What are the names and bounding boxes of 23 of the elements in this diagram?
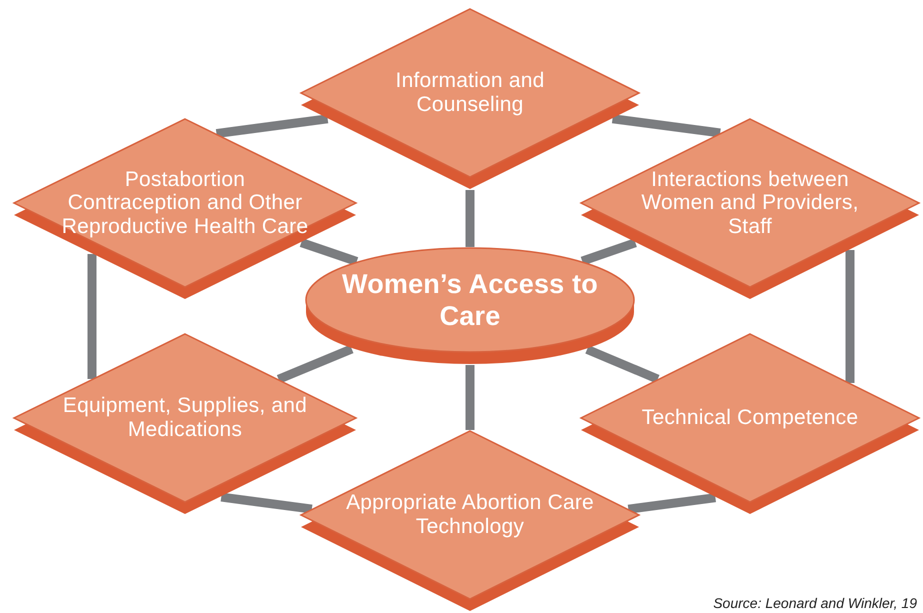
connector-line: [88, 254, 96, 379]
connector-line: [466, 190, 474, 247]
node-label: Technical Competence: [640, 406, 860, 430]
source-note: Source: Leonard and Winkler, 19: [713, 595, 917, 611]
diamond-node: [300, 430, 640, 612]
node-label: Information and Counseling: [394, 69, 546, 117]
node-label: Postabortion Contraception and Other Reproductive Health Care: [60, 168, 310, 238]
connector-line: [276, 344, 354, 384]
node-label: Interactions between Women and Providers, Staff: [640, 168, 860, 238]
node-label: Women’s Access to Care: [341, 268, 599, 332]
connector-line: [628, 493, 716, 514]
connector-line: [846, 250, 854, 383]
connector-line: [585, 345, 660, 384]
node-label: Equipment, Supplies, and Medications: [62, 394, 308, 442]
connector-line: [300, 238, 358, 266]
connector-line: [220, 492, 312, 514]
ellipse-node: [305, 247, 635, 365]
connector-line: [466, 365, 474, 430]
connector-line: [580, 238, 637, 266]
node-label: Appropriate Abortion Care Technology: [345, 491, 595, 539]
connector-line: [216, 114, 328, 138]
diamond-node: [300, 8, 640, 190]
connector-line: [612, 114, 721, 138]
